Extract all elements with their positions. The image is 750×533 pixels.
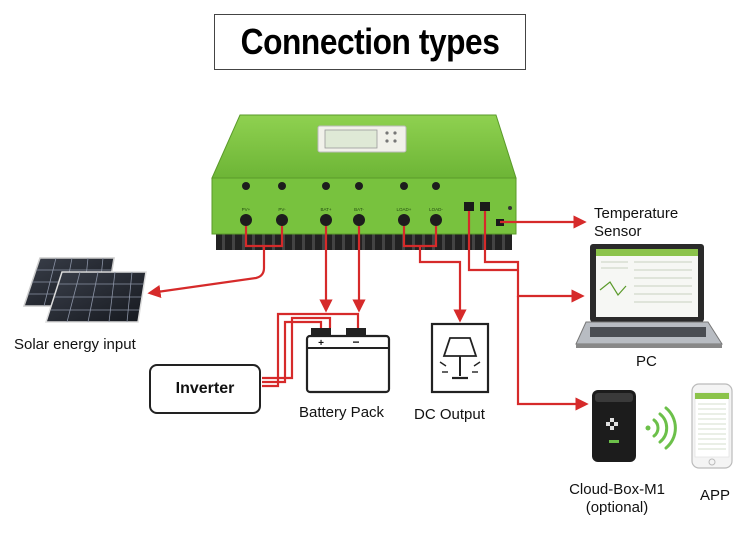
wire-load-plus xyxy=(402,226,420,248)
page-title: Connection types xyxy=(240,21,500,62)
title-box: Connection types xyxy=(214,14,526,70)
app-label: APP xyxy=(700,487,731,504)
terminal-screws-top xyxy=(242,182,440,190)
wire-pc-a xyxy=(467,211,518,272)
plus-icon: + xyxy=(318,338,324,349)
wire-load-minus xyxy=(420,226,438,248)
wires xyxy=(147,211,589,411)
wire-solar xyxy=(147,246,266,299)
wifi-icon xyxy=(645,406,677,450)
battery-label: Battery Pack xyxy=(299,404,385,421)
port-label: BAT+ xyxy=(320,207,331,212)
pc-label: PC xyxy=(636,353,657,370)
wire-inverter-2 xyxy=(262,316,332,380)
wire-pc-b xyxy=(483,211,585,303)
inverter-label: Inverter xyxy=(175,380,235,397)
port-label: LOAD+ xyxy=(397,207,412,212)
solar-panels xyxy=(22,257,147,323)
wire-pv-plus xyxy=(244,226,264,248)
battery-pack: + − xyxy=(305,328,391,394)
solar-label: Solar energy input xyxy=(14,336,136,353)
lamp-icon xyxy=(430,322,490,394)
wire-cloud-box xyxy=(516,296,589,411)
phone-app-icon xyxy=(691,383,733,469)
temperature-sensor-label: Temperature Sensor xyxy=(594,205,679,240)
terminals-bottom xyxy=(240,214,442,226)
port-label: PV+ xyxy=(242,207,251,212)
port-label: LOAD- xyxy=(429,207,443,212)
dc-output-label: DC Output xyxy=(414,406,485,423)
wire-inverter-3 xyxy=(262,312,360,388)
lcd-display xyxy=(317,125,407,153)
cloud-box-label: Cloud-Box-M1 (optional) xyxy=(569,481,665,516)
cloud-box-device xyxy=(592,390,636,462)
heatsink xyxy=(216,232,512,250)
port-label: PV- xyxy=(278,207,286,212)
wire-pv-minus xyxy=(264,226,284,248)
port-label: BAT- xyxy=(354,207,364,212)
wire-dc-output xyxy=(418,246,467,323)
inverter-box: Inverter xyxy=(149,364,261,414)
charge-controller: PV+ PV- BAT+ BAT- LOAD+ LOAD- xyxy=(211,114,517,250)
laptop-icon xyxy=(575,244,723,348)
minus-icon: − xyxy=(352,335,359,349)
